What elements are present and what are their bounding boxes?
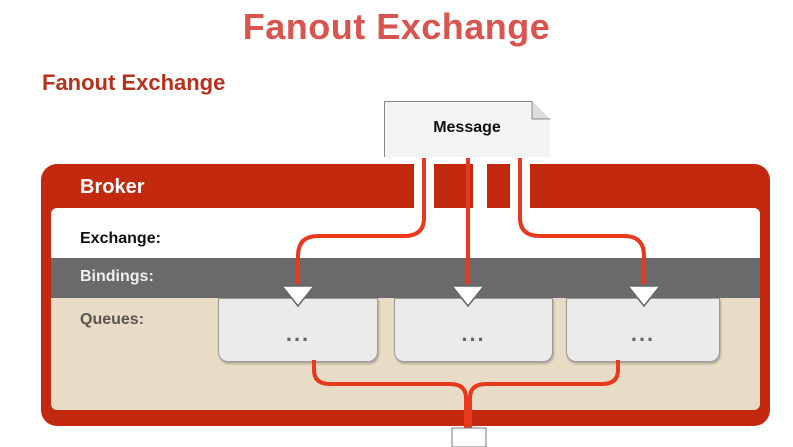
broker-label: Broker: [80, 176, 145, 198]
binding-arrow-3: [626, 285, 662, 308]
queue-box-3: ...: [566, 298, 720, 362]
page-title: Fanout Exchange: [242, 6, 551, 47]
diagram-subtitle: Fanout Exchange: [42, 70, 226, 95]
binding-arrow-1: [280, 285, 316, 308]
flow-line-left: [296, 158, 426, 284]
message-label: Message: [433, 119, 501, 136]
queue-box-2: ...: [394, 298, 553, 362]
page-fold-icon: [531, 101, 550, 120]
bindings-label: Bindings:: [80, 268, 154, 285]
binding-arrow-2: [450, 285, 486, 308]
consumer-stub: [451, 427, 487, 447]
queues-label: Queues:: [80, 311, 145, 328]
exchange-label: Exchange:: [80, 230, 161, 247]
flow-line-right: [518, 158, 646, 284]
outflow-right: [468, 360, 620, 432]
outflow-left: [312, 360, 468, 432]
message-box: [384, 101, 550, 157]
channel-middle: [473, 164, 487, 208]
queue-box-1: ...: [218, 298, 378, 362]
